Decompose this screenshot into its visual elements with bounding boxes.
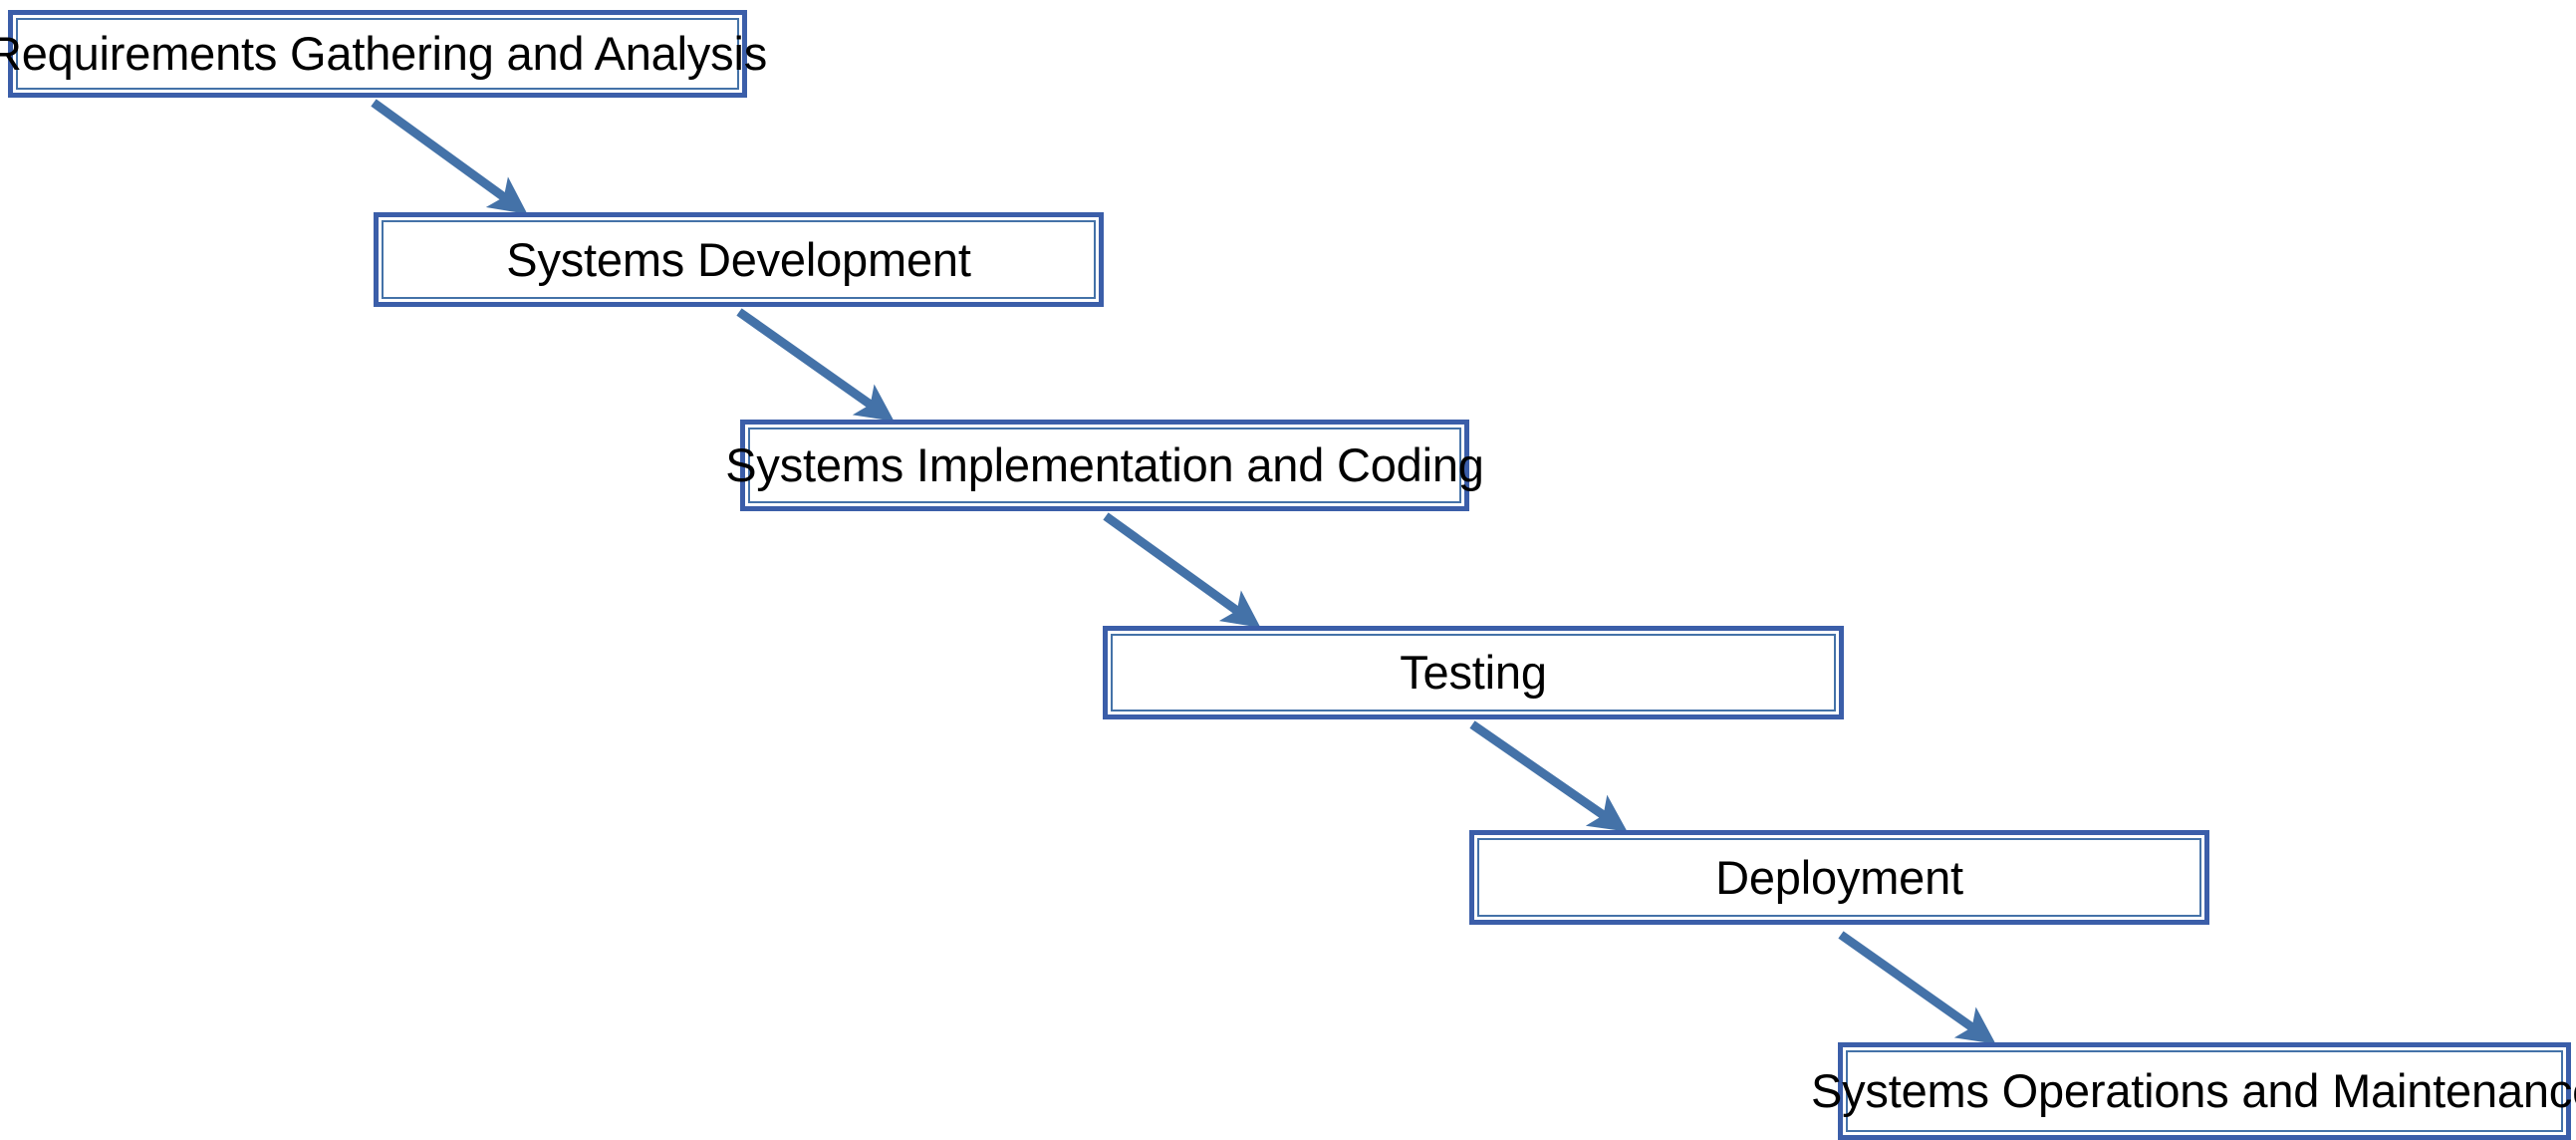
stage-box-inner-6: Systems Operations and Maintenance bbox=[1811, 1050, 2576, 1132]
stage-box-inner-3: Systems Implementation and Coding bbox=[725, 428, 1484, 503]
stage-box-6[interactable]: Systems Operations and Maintenance bbox=[1811, 1042, 2576, 1140]
stage-box-5[interactable]: Deployment bbox=[1469, 830, 2209, 925]
stage-box-1[interactable]: Requirements Gathering and Analysis bbox=[0, 10, 767, 98]
connector-arrow-2 bbox=[736, 308, 895, 422]
connector-arrow-1 bbox=[371, 99, 528, 214]
stage-box-inner-2: Systems Development bbox=[382, 220, 1096, 299]
stage-label-1: Requirements Gathering and Analysis bbox=[0, 27, 767, 81]
stage-box-3[interactable]: Systems Implementation and Coding bbox=[725, 420, 1484, 511]
stage-label-3: Systems Implementation and Coding bbox=[725, 438, 1484, 492]
stage-label-2: Systems Development bbox=[506, 232, 971, 286]
stage-label-5: Deployment bbox=[1715, 850, 1963, 904]
stage-label-6: Systems Operations and Maintenance bbox=[1810, 1064, 2576, 1118]
stage-box-2[interactable]: Systems Development bbox=[374, 212, 1104, 307]
stage-box-inner-4: Testing bbox=[1111, 634, 1836, 712]
connector-arrow-5 bbox=[1838, 931, 1996, 1044]
stage-label-4: Testing bbox=[1400, 646, 1547, 700]
stage-box-inner-5: Deployment bbox=[1477, 838, 2201, 917]
connector-arrow-3 bbox=[1103, 512, 1261, 628]
stage-box-4[interactable]: Testing bbox=[1103, 626, 1844, 719]
stage-box-inner-1: Requirements Gathering and Analysis bbox=[0, 18, 767, 90]
connector-arrow-4 bbox=[1469, 720, 1628, 832]
